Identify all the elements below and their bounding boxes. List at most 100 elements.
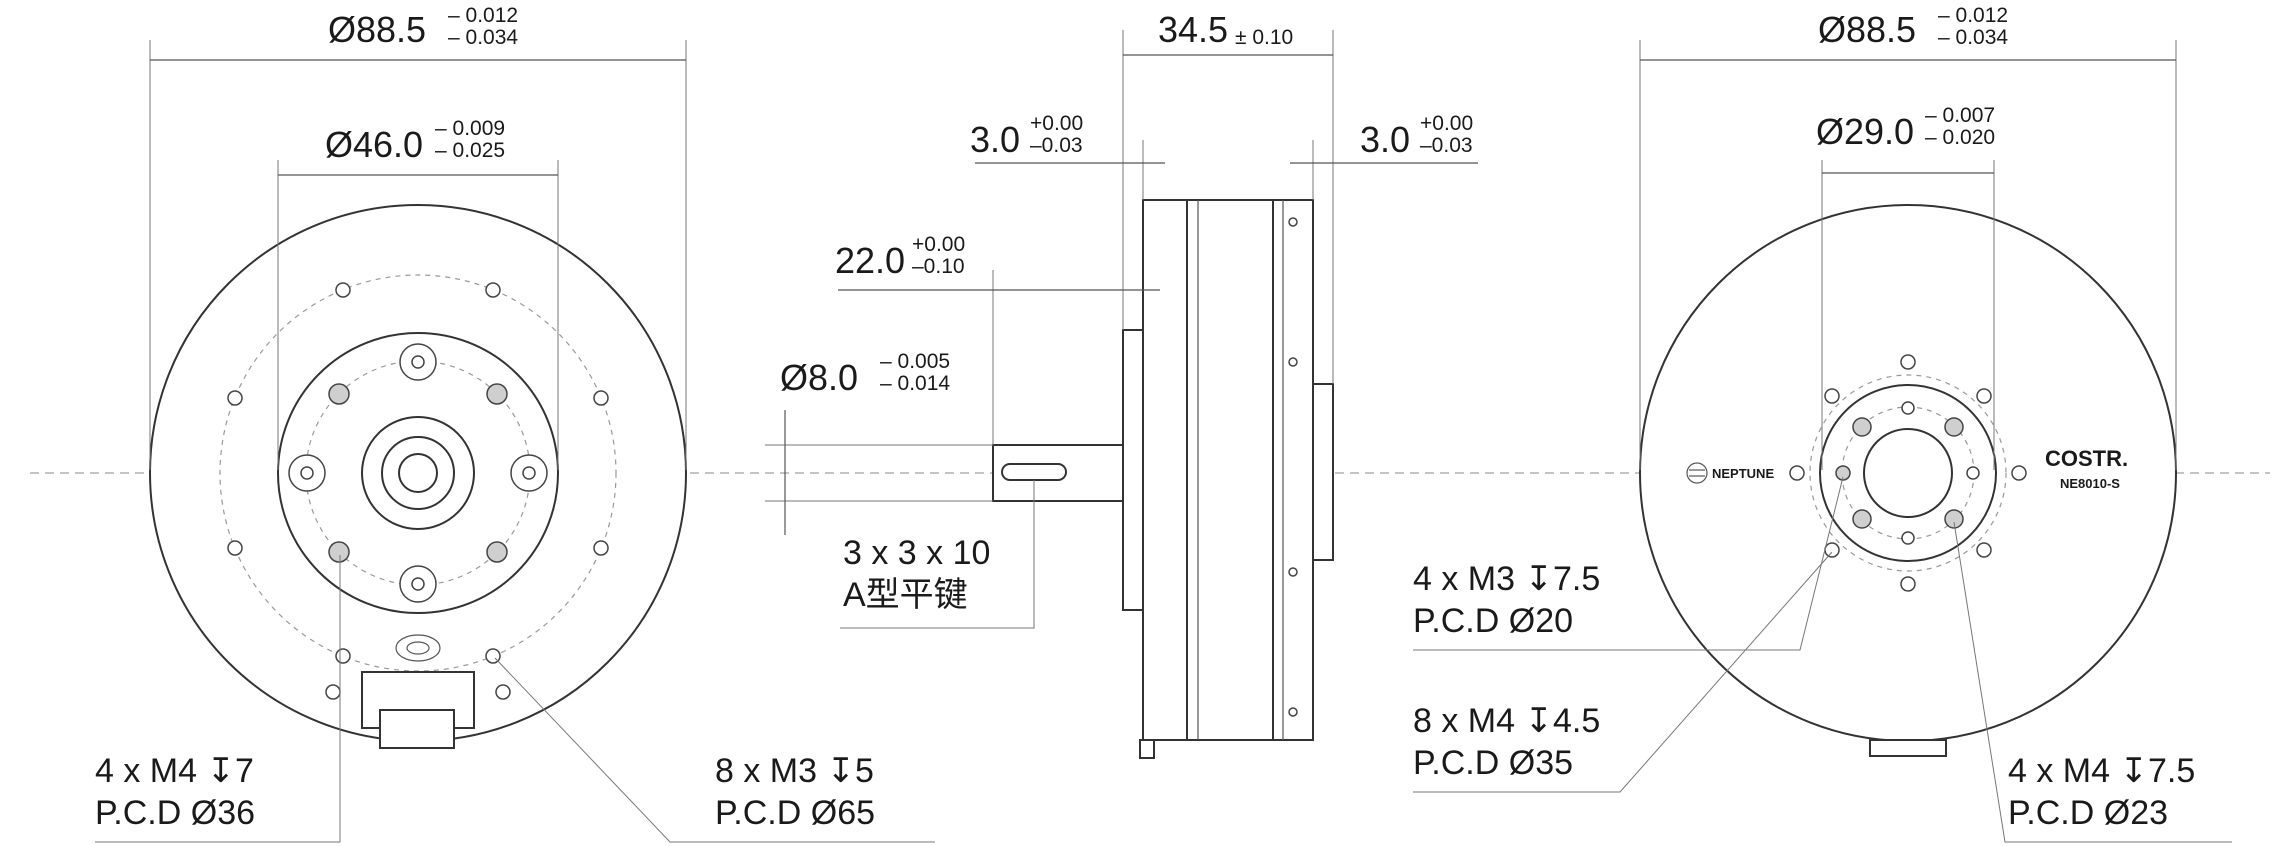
- left-logo-icon: [406, 641, 430, 655]
- right-m4-23-note-line1: 4 x M4 ↧7.5: [2008, 752, 2195, 790]
- right-outer-tol-lower: – 0.034: [1938, 26, 2008, 49]
- side-left-step-tol-upper: +0.00: [1030, 112, 1083, 135]
- side-view: [765, 30, 1478, 759]
- left-m3-hole: [227, 540, 243, 556]
- right-m4-23-hole: [1852, 509, 1872, 529]
- left-counterbore: [411, 355, 425, 369]
- side-connector: [1139, 739, 1155, 759]
- right-m3-hole: [1901, 401, 1915, 415]
- right-m3-note-line1: 4 x M3 ↧7.5: [1413, 560, 1600, 598]
- right-m4-23-note-line2: P.C.D Ø23: [2008, 794, 2168, 832]
- side-shaft-dia-tol-lower: – 0.014: [880, 372, 950, 395]
- side-shaft-dia-label: Ø8.0: [780, 357, 858, 398]
- left-logo-icon: [395, 634, 441, 662]
- left-m4-note-line2: P.C.D Ø36: [95, 794, 255, 832]
- right-outer-tol-upper: – 0.012: [1938, 4, 2008, 27]
- side-shaft-len-label: 22.0: [835, 240, 905, 281]
- side-right-step-label: 3.0: [1360, 119, 1410, 160]
- left-mount-hole: [495, 684, 511, 700]
- side-screw: [1288, 357, 1298, 367]
- right-m4-35-hole: [2011, 465, 2027, 481]
- side-screw: [1288, 707, 1298, 717]
- left-m3-leader: [494, 657, 935, 843]
- left-m3-hole: [485, 282, 501, 298]
- left-m4-note-line1: 4 x M4 ↧7: [95, 752, 254, 790]
- right-brand-icon: [1686, 462, 1708, 484]
- side-screw: [1288, 567, 1298, 577]
- right-bore-diameter-label: Ø29.0: [1816, 111, 1914, 152]
- left-mount-hole: [325, 684, 341, 700]
- left-m4-leader: [95, 555, 341, 843]
- left-m3-hole: [593, 390, 609, 406]
- right-bore-tol-lower: – 0.020: [1925, 126, 1995, 149]
- side-key-leader: [840, 480, 1035, 629]
- side-right-step-tol-lower: –0.03: [1420, 134, 1473, 157]
- right-bore-tol-upper: – 0.007: [1925, 104, 1995, 127]
- side-left-step-tol-lower: –0.03: [1030, 134, 1083, 157]
- left-m4-hole: [486, 541, 508, 563]
- right-view: [1413, 40, 2232, 843]
- left-m3-hole: [227, 390, 243, 406]
- right-m3-leader: [1413, 476, 1844, 651]
- right-m4-35-hole: [1976, 388, 1992, 404]
- left-hub-tol-upper: – 0.009: [435, 117, 505, 140]
- left-outer-diameter-label: Ø88.5: [328, 9, 426, 50]
- right-m4-35-hole: [1976, 542, 1992, 558]
- left-m4-hole: [486, 383, 508, 405]
- right-m4-23-hole: [1944, 509, 1964, 529]
- right-brand-right: COSTR.: [2045, 446, 2128, 471]
- side-width-label: 34.5: [1158, 9, 1228, 50]
- right-m3-note-line2: P.C.D Ø20: [1413, 602, 1573, 640]
- left-m3-hole: [335, 282, 351, 298]
- left-shaft-end: [398, 453, 438, 493]
- left-m4-hole: [328, 541, 350, 563]
- left-view: [95, 40, 935, 843]
- right-pcd35-circle: [1809, 374, 2007, 572]
- right-m4-35-hole: [1900, 576, 1916, 592]
- left-hub-diameter-label: Ø46.0: [325, 124, 423, 165]
- side-stator: [1142, 199, 1188, 741]
- side-cover: [1272, 199, 1314, 741]
- right-m4-23-leader: [1953, 521, 2232, 843]
- right-m4-23-hole: [1852, 417, 1872, 437]
- side-right-step-tol-upper: +0.00: [1420, 112, 1473, 135]
- side-shaft-len-tol-upper: +0.00: [912, 233, 965, 256]
- right-m4-35-note-line1: 8 x M4 ↧4.5: [1413, 702, 1600, 740]
- left-hub-tol-lower: – 0.025: [435, 139, 505, 162]
- right-m4-35-leader: [1413, 551, 1833, 793]
- right-m4-35-note-line2: P.C.D Ø35: [1413, 744, 1573, 782]
- left-m4-hole: [328, 383, 350, 405]
- right-m3-hole: [1966, 466, 1980, 480]
- right-brand-left: NEPTUNE: [1712, 466, 1774, 481]
- right-connector: [1869, 739, 1947, 757]
- right-model-label: NE8010-S: [2060, 476, 2120, 491]
- left-m3-hole: [335, 648, 351, 664]
- left-m3-note-line2: P.C.D Ø65: [715, 794, 875, 832]
- right-m4-35-hole: [1824, 542, 1840, 558]
- side-rotor: [1186, 199, 1274, 741]
- side-width-tol: ± 0.10: [1235, 26, 1293, 49]
- right-bore-circle: [1863, 428, 1953, 518]
- side-flange-left: [1122, 329, 1144, 611]
- left-outer-tol-lower: – 0.034: [448, 26, 518, 49]
- right-outer-diameter-label: Ø88.5: [1818, 9, 1916, 50]
- right-m4-23-hole: [1944, 417, 1964, 437]
- right-m4-35-hole: [1900, 354, 1916, 370]
- side-shaft-dia-tol-upper: – 0.005: [880, 350, 950, 373]
- side-screw: [1288, 217, 1298, 227]
- side-boss-right: [1312, 383, 1334, 561]
- left-m3-note-line1: 8 x M3 ↧5: [715, 752, 874, 790]
- left-connector-pins: [379, 709, 455, 749]
- right-m3-hole: [1835, 465, 1851, 481]
- left-counterbore: [411, 577, 425, 591]
- side-key: [1001, 463, 1067, 481]
- left-counterbore: [522, 466, 536, 480]
- right-m4-35-hole: [1789, 465, 1805, 481]
- left-m3-hole: [593, 540, 609, 556]
- side-left-step-label: 3.0: [970, 119, 1020, 160]
- left-counterbore: [300, 466, 314, 480]
- right-m4-35-hole: [1824, 388, 1840, 404]
- left-outer-tol-upper: – 0.012: [448, 4, 518, 27]
- side-key-note-line2: A型平键: [843, 576, 968, 614]
